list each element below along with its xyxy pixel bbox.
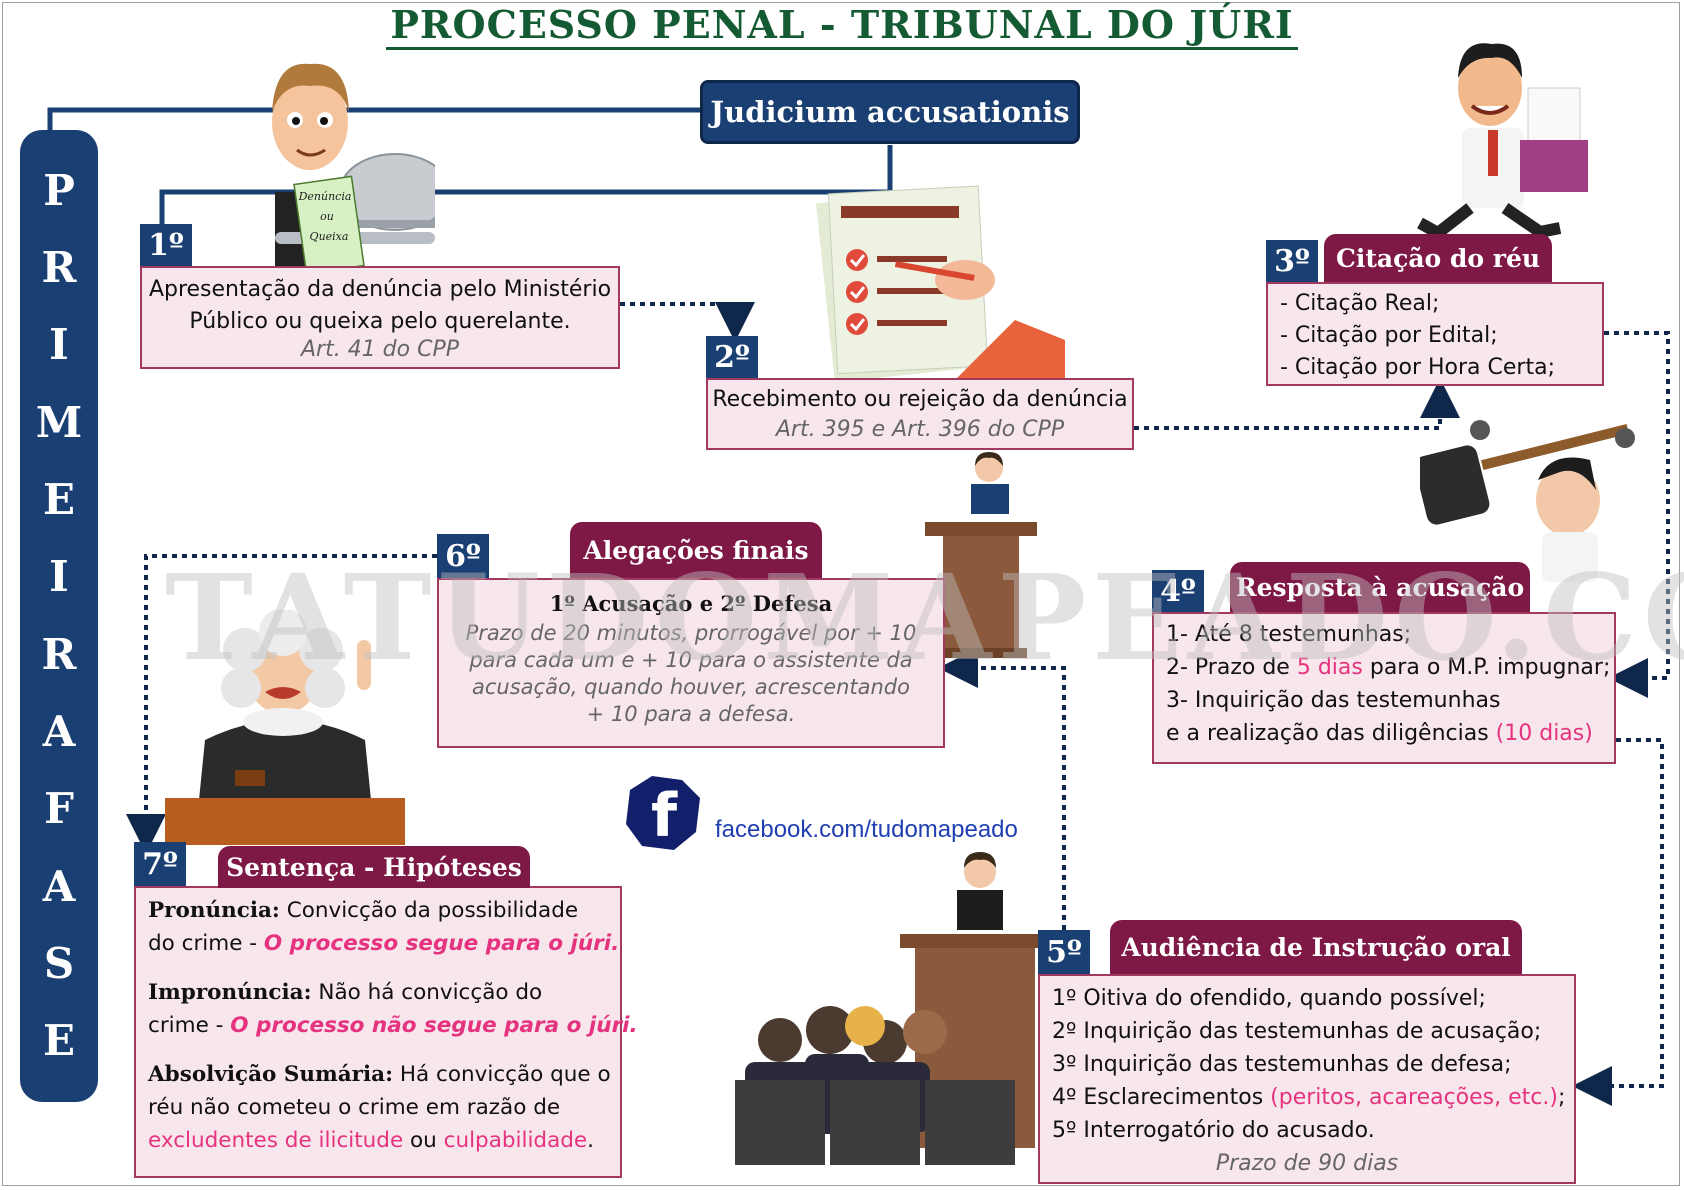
arrow-6-to-7 — [126, 554, 437, 854]
sidebar-letter: F — [44, 784, 74, 834]
step-1-line: Público ou queixa pelo querelante. — [189, 309, 571, 334]
sidebar-primeira-fase: P R I M E I R A F A S E — [20, 130, 98, 1102]
judicium-accusationis-box: Judicium accusationis — [700, 80, 1080, 144]
facebook-icon: f — [626, 776, 700, 851]
step-6-number: 6º — [437, 534, 489, 578]
illustration-text: Queixa — [310, 230, 349, 243]
running-man-illustration — [1417, 43, 1588, 241]
illustration-text: ou — [320, 210, 334, 223]
step-7-box: Pronúncia: Convicção da possibilidade do… — [134, 886, 638, 1178]
step-2-reference: Art. 395 e Art. 396 do CPP — [775, 417, 1065, 442]
arrow-2-to-3 — [1134, 378, 1460, 430]
step-3-title: Citação do réu — [1324, 234, 1552, 282]
sidebar-letter: E — [42, 474, 75, 524]
step-7-absolvicao: Absolvição Sumária: Há convicção que o — [148, 1062, 611, 1087]
waiter-illustration: Denúncia ou Queixa — [272, 63, 435, 267]
step-5-title: Audiência de Instrução oral — [1110, 920, 1522, 974]
speaker-podium-illustration — [925, 452, 1037, 658]
step-7-absolvicao: réu não cometeu o crime em razão de — [148, 1095, 561, 1120]
step-6-title: Alegações finais — [570, 522, 822, 578]
arrow-3-to-4 — [1604, 331, 1670, 698]
step-4-line: 3- Inquirição das testemunhas — [1166, 688, 1501, 713]
checklist-illustration — [816, 185, 1065, 380]
sidebar-letter: I — [49, 320, 69, 370]
step-5-item: 2º Inquirição das testemunhas de acusaçã… — [1052, 1019, 1542, 1044]
step-3-item: - Citação Real; — [1280, 291, 1440, 316]
step-4-number: 4º — [1152, 570, 1204, 612]
step-4-line: 2- Prazo de 5 dias para o M.P. impugnar; — [1166, 655, 1611, 680]
step-4-title: Resposta à acusação — [1230, 562, 1530, 612]
step-4-box: 1- Até 8 testemunhas; 2- Prazo de 5 dias… — [1152, 612, 1616, 764]
facebook-link[interactable]: facebook.com/tudomapeado — [715, 816, 1018, 843]
step-6-line: Prazo de 20 minutos, prorrogável por + 1… — [465, 621, 917, 645]
step-5-reference: Prazo de 90 dias — [1215, 1151, 1399, 1176]
sidebar-letter: R — [41, 629, 77, 679]
step-6-line: + 10 para a defesa. — [586, 702, 796, 726]
step-7-impronuncia: Impronúncia: Não há convicção do — [148, 980, 543, 1005]
arrow-4-to-5 — [1572, 738, 1664, 1106]
step-5-box: 1º Oitiva do ofendido, quando possível; … — [1038, 974, 1576, 1184]
step-3-item: - Citação por Edital; — [1280, 323, 1498, 348]
step-3-number: 3º — [1266, 240, 1318, 282]
step-3-box: - Citação Real; - Citação por Edital; - … — [1266, 282, 1604, 386]
step-1-number: 1º — [140, 224, 192, 266]
step-7-impronuncia: crime - O processo não segue para o júri… — [148, 1013, 638, 1038]
step-7-absolvicao: excludentes de ilicitude ou culpabilidad… — [148, 1128, 594, 1153]
judge-illustration — [165, 610, 405, 845]
step-5-item: 4º Esclarecimentos (peritos, acareações,… — [1052, 1085, 1566, 1110]
step-4-line: e a realização das diligências (10 dias) — [1166, 721, 1593, 746]
sidebar-letter: A — [42, 706, 76, 756]
step-6-line: acusação, quando houver, acrescentando — [472, 675, 910, 699]
step-4-line: 1- Até 8 testemunhas; — [1166, 622, 1412, 647]
step-7-pronuncia: Pronúncia: Convicção da possibilidade — [148, 898, 579, 923]
hammer-man-illustration — [1420, 420, 1635, 582]
illustration-text: Denúncia — [298, 190, 352, 203]
sidebar-letter: P — [43, 165, 75, 215]
step-7-title: Sentença - Hipóteses — [218, 846, 530, 888]
step-5-item: 3º Inquirição das testemunhas de defesa; — [1052, 1052, 1512, 1077]
courtroom-audience-illustration — [735, 852, 1045, 1165]
arrow-1-to-2 — [620, 302, 755, 342]
step-5-item: 5º Interrogatório do acusado. — [1052, 1118, 1375, 1143]
step-7-number: 7º — [134, 842, 186, 886]
step-5-number: 5º — [1038, 930, 1090, 974]
step-6-box: 1º Acusação e 2º Defesa Prazo de 20 minu… — [437, 578, 945, 748]
svg-text:f: f — [651, 781, 678, 851]
step-1-box: Apresentação da denúncia pelo Ministério… — [140, 266, 620, 369]
page-title: PROCESSO PENAL - TRIBUNAL DO JÚRI — [0, 2, 1684, 50]
step-1-line: Apresentação da denúncia pelo Ministério — [148, 277, 612, 302]
step-5-item: 1º Oitiva do ofendido, quando possível; — [1052, 986, 1486, 1011]
step-2-box: Recebimento ou rejeição da denúncia Art.… — [706, 378, 1134, 450]
arrow-5-to-6 — [938, 648, 1066, 950]
step-6-line: para cada um e + 10 para o assistente da — [469, 648, 913, 672]
sidebar-letter: A — [42, 861, 76, 911]
step-7-pronuncia: do crime - O processo segue para o júri. — [148, 931, 620, 956]
sidebar-letter: E — [42, 1016, 75, 1066]
step-6-subtitle: 1º Acusação e 2º Defesa — [549, 591, 833, 616]
step-1-reference: Art. 41 do CPP — [300, 337, 459, 362]
sidebar-letter: I — [49, 552, 69, 602]
step-3-item: - Citação por Hora Certa; — [1280, 355, 1555, 380]
step-2-number: 2º — [706, 336, 758, 378]
sidebar-letter: R — [41, 242, 77, 292]
sidebar-letter: M — [35, 397, 83, 447]
sidebar-letter: S — [43, 938, 75, 988]
step-2-line: Recebimento ou rejeição da denúncia — [712, 387, 1128, 412]
